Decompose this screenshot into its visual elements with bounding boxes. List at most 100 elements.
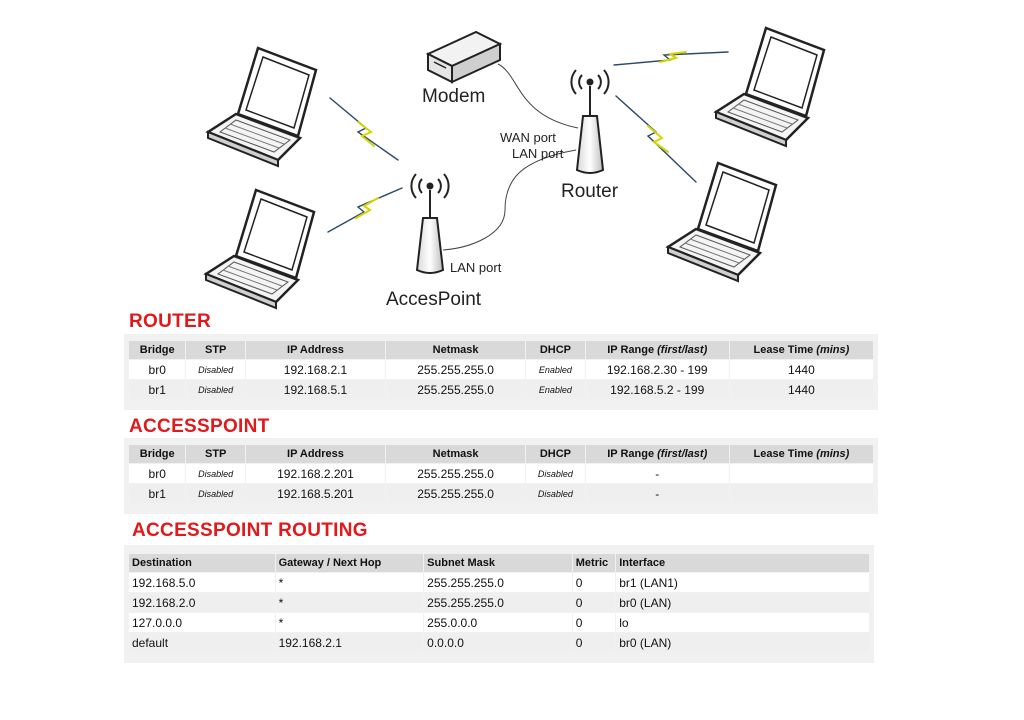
table-header-row: Destination Gateway / Next Hop Subnet Ma…	[129, 554, 869, 572]
laptop-icon	[206, 46, 318, 168]
destination-cell: default	[129, 633, 275, 652]
netmask-cell: 255.255.255.0	[386, 484, 526, 503]
netmask-cell: 255.255.255.0	[386, 360, 526, 379]
accesspoint-section-title: ACCESSPOINT	[129, 416, 270, 437]
metric-cell: 0	[572, 593, 616, 612]
netmask-cell: 255.255.255.0	[386, 380, 526, 399]
stp-cell: Disabled	[186, 360, 245, 379]
destination-cell: 127.0.0.0	[129, 613, 275, 632]
column-header: DHCP	[526, 341, 585, 359]
bridge-cell: br1	[129, 380, 186, 399]
lease-time-cell	[729, 484, 873, 503]
column-header: IP Range (first/last)	[585, 341, 729, 359]
gateway-cell: 192.168.2.1	[275, 633, 424, 652]
bridge-cell: br0	[129, 464, 186, 483]
dhcp-cell: Disabled	[526, 484, 585, 503]
router-bridge-panel: Bridge STP IP Address Netmask DHCP IP Ra…	[124, 334, 878, 410]
netmask-cell: 255.255.255.0	[386, 464, 526, 483]
routing-section-title: ACCESSPOINT ROUTING	[132, 520, 368, 541]
column-header: IP Address	[245, 445, 386, 463]
column-header: Subnet Mask	[424, 554, 572, 572]
column-header: Lease Time (mins)	[729, 341, 873, 359]
interface-cell: br0 (LAN)	[616, 593, 869, 612]
ip-address-cell: 192.168.5.1	[245, 380, 386, 399]
metric-cell: 0	[572, 613, 616, 632]
router-lan-port-label: LAN port	[512, 146, 564, 161]
table-row: br0 Disabled 192.168.2.201 255.255.255.0…	[129, 464, 873, 483]
router-icon	[570, 69, 610, 174]
wired-link	[442, 63, 579, 251]
column-header: IP Range (first/last)	[585, 445, 729, 463]
access-point-icon	[410, 173, 450, 274]
lease-time-cell	[729, 464, 873, 483]
column-header: Interface	[616, 554, 869, 572]
modem-icon	[425, 30, 503, 84]
column-header: Destination	[129, 554, 275, 572]
lease-time-cell: 1440	[729, 380, 873, 399]
ip-address-cell: 192.168.5.201	[245, 484, 386, 503]
subnet-mask-cell: 0.0.0.0	[424, 633, 572, 652]
wireless-link	[327, 51, 729, 233]
table-row: 192.168.2.0 * 255.255.255.0 0 br0 (LAN)	[129, 593, 869, 612]
subnet-mask-cell: 255.255.255.0	[424, 593, 572, 612]
column-header: STP	[186, 445, 245, 463]
table-row: br1 Disabled 192.168.5.201 255.255.255.0…	[129, 484, 873, 503]
stp-cell: Disabled	[186, 380, 245, 399]
router-bridge-table: Bridge STP IP Address Netmask DHCP IP Ra…	[128, 340, 874, 400]
bridge-cell: br1	[129, 484, 186, 503]
gateway-cell: *	[275, 573, 424, 592]
ip-range-cell: -	[585, 484, 729, 503]
stp-cell: Disabled	[186, 464, 245, 483]
network-diagram: Modem Router WAN port LAN port AccesPoin…	[204, 26, 826, 310]
interface-cell: br0 (LAN)	[616, 633, 869, 652]
column-header: IP Address	[245, 341, 386, 359]
column-header: Netmask	[386, 341, 526, 359]
routing-table: Destination Gateway / Next Hop Subnet Ma…	[128, 553, 870, 653]
ip-range-cell: 192.168.2.30 - 199	[585, 360, 729, 379]
table-row: default 192.168.2.1 0.0.0.0 0 br0 (LAN)	[129, 633, 869, 652]
subnet-mask-cell: 255.255.255.0	[424, 573, 572, 592]
router-wan-port-label: WAN port	[500, 130, 556, 145]
accesspoint-bridge-panel: Bridge STP IP Address Netmask DHCP IP Ra…	[124, 438, 878, 514]
table-header-row: Bridge STP IP Address Netmask DHCP IP Ra…	[129, 445, 873, 463]
router-section-title: ROUTER	[129, 311, 212, 332]
gateway-cell: *	[275, 613, 424, 632]
ip-address-cell: 192.168.2.1	[245, 360, 386, 379]
stp-cell: Disabled	[186, 484, 245, 503]
table-row: br1 Disabled 192.168.5.1 255.255.255.0 E…	[129, 380, 873, 399]
table-header-row: Bridge STP IP Address Netmask DHCP IP Ra…	[129, 341, 873, 359]
laptop-icon	[204, 188, 316, 310]
column-header: Gateway / Next Hop	[275, 554, 424, 572]
dhcp-cell: Enabled	[526, 380, 585, 399]
access-point-lan-port-label: LAN port	[450, 260, 502, 275]
column-header: Netmask	[386, 445, 526, 463]
access-point-label: AccesPoint	[386, 289, 482, 310]
laptop-icon	[666, 161, 778, 283]
column-header: Metric	[572, 554, 616, 572]
column-header: STP	[186, 341, 245, 359]
table-row: br0 Disabled 192.168.2.1 255.255.255.0 E…	[129, 360, 873, 379]
metric-cell: 0	[572, 633, 616, 652]
routing-panel: Destination Gateway / Next Hop Subnet Ma…	[124, 545, 874, 663]
interface-cell: lo	[616, 613, 869, 632]
column-header: Lease Time (mins)	[729, 445, 873, 463]
modem-label: Modem	[422, 86, 485, 107]
ip-range-cell: 192.168.5.2 - 199	[585, 380, 729, 399]
gateway-cell: *	[275, 593, 424, 612]
column-header: Bridge	[129, 445, 186, 463]
column-header: DHCP	[526, 445, 585, 463]
ip-range-cell: -	[585, 464, 729, 483]
ip-address-cell: 192.168.2.201	[245, 464, 386, 483]
dhcp-cell: Disabled	[526, 464, 585, 483]
accesspoint-bridge-table: Bridge STP IP Address Netmask DHCP IP Ra…	[128, 444, 874, 504]
table-row: 192.168.5.0 * 255.255.255.0 0 br1 (LAN1)	[129, 573, 869, 592]
subnet-mask-cell: 255.0.0.0	[424, 613, 572, 632]
column-header: Bridge	[129, 341, 186, 359]
router-label: Router	[561, 181, 619, 202]
interface-cell: br1 (LAN1)	[616, 573, 869, 592]
table-row: 127.0.0.0 * 255.0.0.0 0 lo	[129, 613, 869, 632]
dhcp-cell: Enabled	[526, 360, 585, 379]
destination-cell: 192.168.2.0	[129, 593, 275, 612]
bridge-cell: br0	[129, 360, 186, 379]
destination-cell: 192.168.5.0	[129, 573, 275, 592]
